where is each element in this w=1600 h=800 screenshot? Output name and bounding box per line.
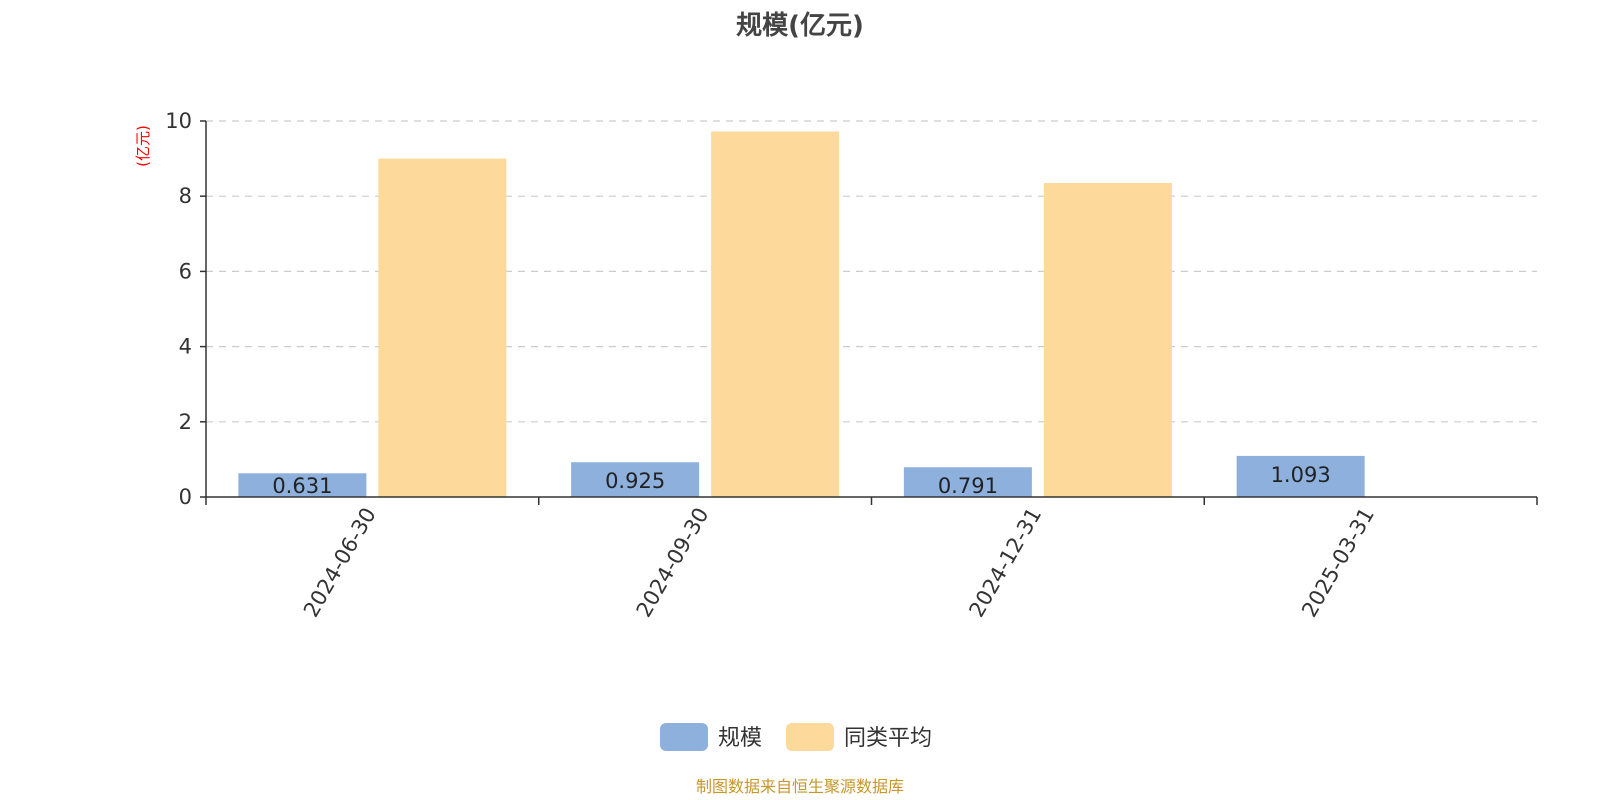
y-axis-unit-label: (亿元) bbox=[134, 125, 152, 167]
bar-guimo bbox=[903, 467, 1032, 497]
x-tick-label: 2024-12-31 bbox=[964, 504, 1046, 622]
data-label: 0.925 bbox=[605, 469, 665, 493]
y-tick-label: 2 bbox=[179, 410, 192, 434]
axes: 0 2 4 6 8 10 2024-06-30 2024-09-30 2024-12-31 202… bbox=[165, 109, 1538, 622]
y-tick-label: 10 bbox=[165, 109, 192, 133]
y-tick-label: 4 bbox=[179, 335, 192, 359]
legend-label: 规模 bbox=[718, 726, 762, 751]
bar-tonglei-pingjun bbox=[378, 158, 507, 497]
legend: 规模 同类平均 bbox=[660, 723, 932, 751]
legend-label: 同类平均 bbox=[844, 726, 932, 751]
legend-swatch bbox=[786, 723, 834, 751]
bar-tonglei-pingjun bbox=[711, 131, 840, 497]
source-note: 制图数据来自恒生聚源数据库 bbox=[696, 777, 904, 796]
bar-guimo bbox=[571, 462, 700, 497]
data-labels: 0.631 0.925 0.791 1.093 bbox=[272, 463, 1330, 498]
y-tick-label: 8 bbox=[179, 184, 192, 208]
bars bbox=[238, 131, 1365, 498]
bar-guimo bbox=[238, 473, 367, 497]
data-label: 0.631 bbox=[272, 474, 332, 498]
data-label: 0.791 bbox=[938, 474, 998, 498]
x-tick-label: 2025-03-31 bbox=[1297, 504, 1379, 622]
y-tick-label: 6 bbox=[179, 259, 192, 283]
legend-swatch bbox=[660, 723, 708, 751]
y-tick-label: 0 bbox=[179, 485, 192, 509]
bar-guimo bbox=[1236, 455, 1365, 497]
x-tick-label: 2024-06-30 bbox=[299, 504, 381, 622]
bar-tonglei-pingjun bbox=[1043, 183, 1172, 498]
chart-title: 规模(亿元) bbox=[736, 11, 864, 41]
data-label: 1.093 bbox=[1271, 463, 1331, 487]
x-tick-label: 2024-09-30 bbox=[632, 504, 714, 622]
